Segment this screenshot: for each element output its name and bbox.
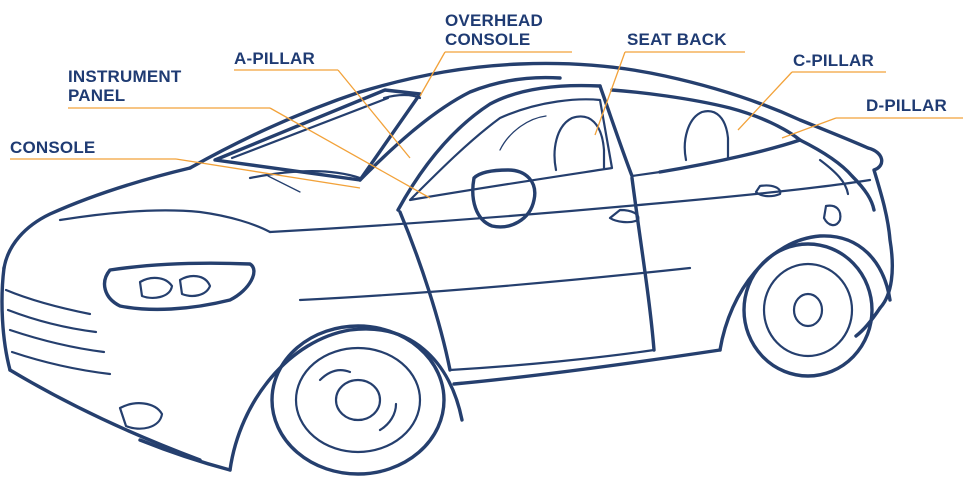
label-overhead-console-line1: OVERHEAD bbox=[445, 12, 543, 29]
label-instrument-panel-line1: INSTRUMENT bbox=[68, 68, 181, 85]
label-c-pillar: C-PILLAR bbox=[793, 52, 874, 69]
label-d-pillar: D-PILLAR bbox=[866, 97, 947, 114]
leader-c-pillar-diag bbox=[738, 72, 792, 130]
label-console: CONSOLE bbox=[10, 139, 95, 156]
label-overhead-console-line2: CONSOLE bbox=[445, 31, 530, 48]
leader-overhead-console-diag bbox=[420, 52, 445, 96]
leader-a-pillar-diag bbox=[338, 70, 410, 158]
label-a-pillar: A-PILLAR bbox=[234, 50, 315, 67]
label-instrument-panel-line2: PANEL bbox=[68, 87, 125, 104]
leader-d-pillar-diag bbox=[782, 118, 836, 138]
leader-seat-back-diag bbox=[595, 52, 625, 135]
label-seat-back: SEAT BACK bbox=[627, 31, 727, 48]
leader-console-diag bbox=[176, 159, 360, 188]
